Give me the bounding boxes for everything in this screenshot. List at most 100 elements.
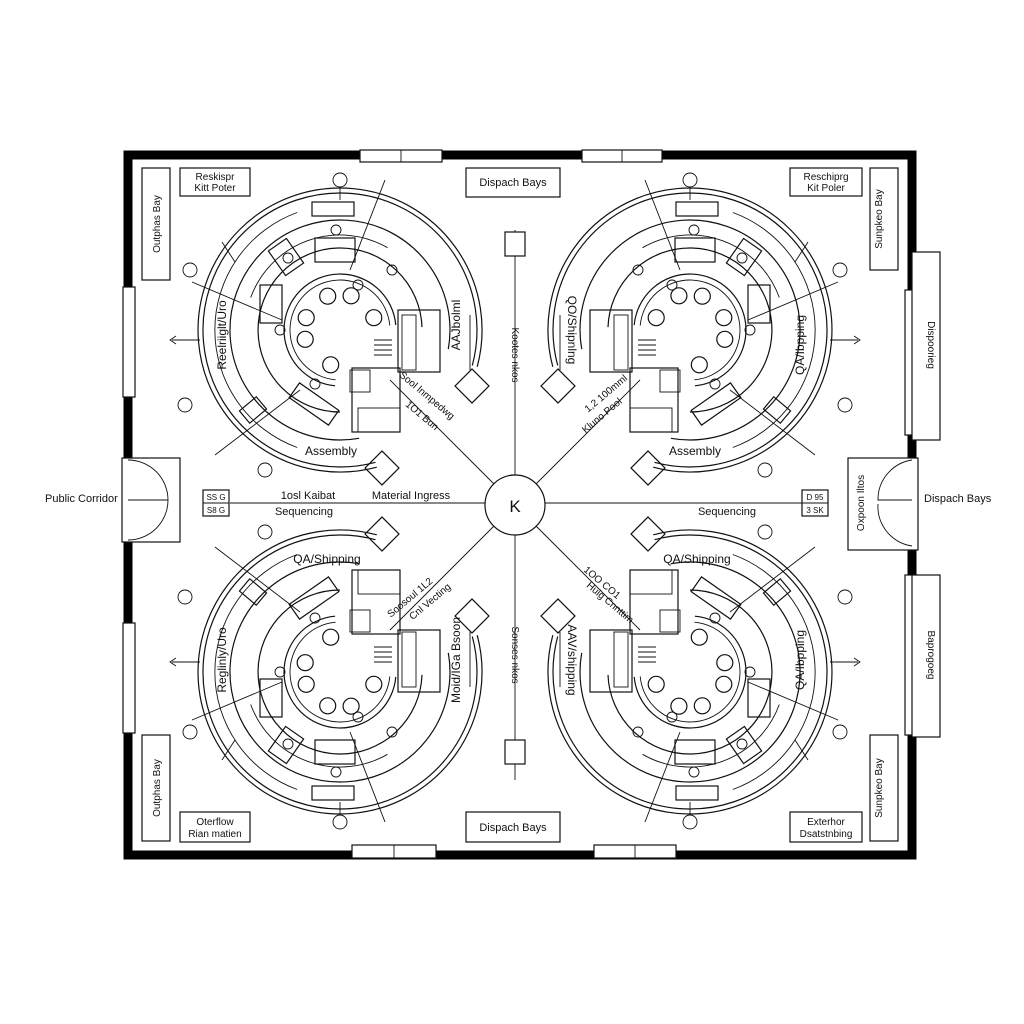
station-seat	[297, 675, 315, 693]
core-ring-inner	[639, 279, 741, 381]
checkpoint-diamond	[454, 598, 490, 634]
tag-right-2: 3 SK	[806, 506, 824, 515]
node-marker	[386, 264, 398, 276]
workstation-block	[589, 309, 633, 373]
tool-station	[259, 678, 283, 718]
workstation-bench	[357, 569, 401, 595]
node-marker	[688, 224, 700, 236]
room-left-top	[141, 167, 171, 281]
checkpoint-diamond	[630, 516, 666, 552]
tool-station	[311, 201, 355, 217]
station-seat	[297, 309, 315, 327]
workstation-ring	[607, 247, 773, 413]
checkpoint-diamond	[540, 598, 576, 634]
room-bottom-left-line1: Oterflow	[196, 817, 234, 828]
tr-side-label: QA/Ibpping	[793, 315, 807, 375]
tl-assembly-label: Assembly	[305, 444, 357, 458]
room-top-center	[465, 167, 561, 198]
arrow-head	[169, 657, 177, 667]
node-marker	[736, 738, 748, 750]
room-top-right-line1: Reschiprg	[803, 172, 848, 183]
flow-arc	[732, 212, 816, 448]
column-marker	[832, 724, 848, 740]
windows	[122, 149, 918, 859]
tl-side-label: Reelriiglt/Uro	[215, 300, 229, 370]
core-ring-outer	[283, 273, 397, 387]
flow-arc	[642, 234, 780, 298]
flow-arrow	[191, 681, 283, 721]
process-cells	[169, 172, 861, 830]
reference-node	[257, 524, 273, 540]
station-seat	[690, 356, 708, 374]
room-bottom-left	[179, 811, 251, 843]
workstation-bench	[401, 314, 417, 371]
station-seat	[296, 654, 314, 672]
east-annex-bottom	[911, 574, 941, 738]
station-seat	[319, 697, 337, 715]
east-door[interactable]	[847, 457, 919, 551]
room-bottom-center	[465, 811, 561, 843]
west-door[interactable]	[121, 457, 181, 543]
flow-arrow	[729, 546, 816, 613]
station-seat	[693, 697, 711, 715]
workstation-ring	[257, 247, 423, 413]
node-marker	[709, 612, 721, 624]
tool-station	[259, 284, 283, 324]
arrow-head	[853, 657, 861, 667]
checkpoint-diamond	[364, 450, 400, 486]
tool-station	[674, 237, 716, 263]
station-seat	[715, 309, 733, 327]
east-dispatch-label: Dispach Bays	[924, 493, 992, 505]
conveyor-ring	[579, 561, 801, 783]
node-marker	[666, 711, 678, 723]
column-marker	[837, 397, 853, 413]
control-panel	[238, 395, 268, 425]
tick-mark	[794, 241, 809, 263]
cell-bottom-left	[169, 516, 490, 830]
tick-mark	[221, 739, 236, 761]
workstation-bench	[349, 609, 371, 633]
outer-ring-inner	[552, 192, 828, 468]
station-seat	[342, 287, 360, 305]
station-seat	[647, 309, 665, 327]
bl-inner-label: Moid/IGa Bsoon	[449, 617, 463, 703]
tag-left-1: SS G	[206, 493, 225, 502]
tr-assembly-label: Assembly	[669, 444, 721, 458]
tool-station	[288, 382, 340, 426]
control-panel	[762, 395, 792, 425]
flow-arrow	[644, 731, 681, 823]
tag-left-2: S8 G	[207, 506, 225, 515]
room-top-right-line2: Kit Poler	[807, 183, 845, 194]
workstation-block	[589, 629, 633, 693]
column-marker	[182, 724, 198, 740]
flow-arrow	[644, 179, 681, 271]
node-marker	[309, 612, 321, 624]
room-top-left-line1: Reskispr	[196, 172, 236, 183]
checkpoint-diamond	[454, 368, 490, 404]
node-marker	[709, 378, 721, 390]
sequencing-left-label: Sequencing	[275, 506, 333, 518]
column-marker	[832, 262, 848, 278]
flow-arrow	[349, 179, 386, 271]
station-seat	[296, 330, 314, 348]
tool-station	[747, 284, 771, 324]
room-top-left	[179, 167, 251, 197]
node-marker	[744, 666, 756, 678]
workstation-block	[397, 309, 441, 373]
flow-arc	[250, 234, 388, 298]
br-inner-label: AAV/shipping	[565, 624, 579, 695]
tool-station	[725, 237, 763, 277]
workstation-bench	[349, 369, 371, 393]
br-side-label: QA/Ibpping	[793, 630, 807, 690]
room-right-bottom	[869, 734, 899, 842]
station-seat	[716, 330, 734, 348]
east-annex-bottom-label: Baprogoeg	[925, 631, 936, 680]
outer-ring-inner	[552, 534, 828, 810]
flow-arrow	[191, 281, 283, 321]
room-left-top-label: Outphas Bay	[152, 195, 163, 253]
reference-node	[682, 172, 698, 188]
outer-ring	[197, 529, 483, 815]
outer-ring	[547, 187, 833, 473]
hub-node[interactable]: K	[484, 474, 546, 536]
workstation-ring	[257, 589, 423, 755]
